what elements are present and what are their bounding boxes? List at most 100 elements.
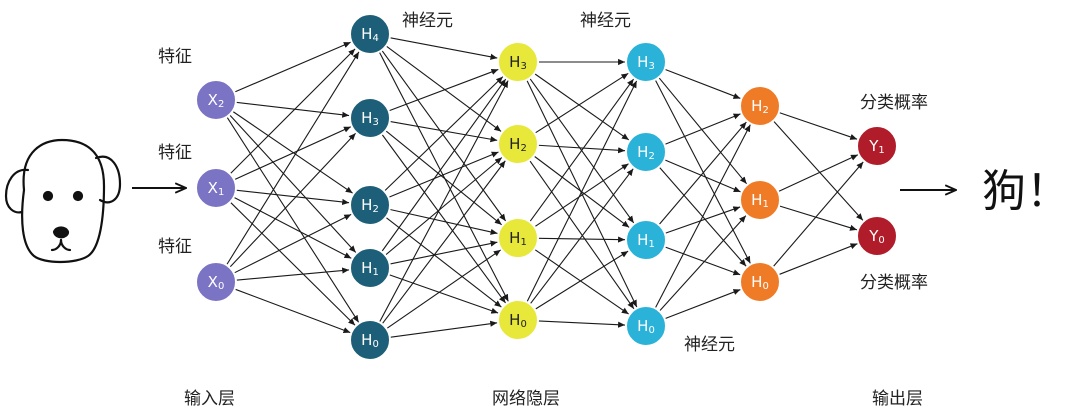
edge-input-1-to-hidden1-0	[229, 48, 356, 175]
edge-hidden3-1-to-hidden4-1	[664, 159, 741, 193]
edge-hidden4-2-to-output-1	[778, 243, 858, 276]
node-circle	[497, 299, 539, 341]
edge-input-1-to-hidden1-4	[229, 201, 356, 326]
node-circle	[497, 41, 539, 83]
edge-hidden1-3-to-hidden2-2	[389, 240, 498, 265]
feature-label-bottom: 特征	[158, 237, 192, 257]
hidden4-node-h2: H2	[739, 85, 781, 127]
edge-input-2-to-hidden1-4	[234, 288, 351, 334]
node-circle	[856, 125, 898, 167]
hidden2-node-h2: H2	[497, 123, 539, 165]
edge-hidden3-2-to-hidden4-0	[658, 121, 747, 226]
edge-hidden1-0-to-hidden2-0	[389, 37, 498, 60]
node-circle	[195, 79, 237, 121]
node-circle	[497, 123, 539, 165]
edge-hidden1-0-to-hidden2-2	[381, 49, 507, 222]
edge-hidden1-1-to-hidden2-1	[389, 120, 498, 143]
hidden4-node-h0: H0	[739, 261, 781, 303]
edge-hidden4-2-to-output-0	[772, 161, 864, 268]
hidden3-node-h1: H1	[625, 219, 667, 261]
edge-input-0-to-hidden1-1	[235, 101, 350, 118]
node-circle	[739, 85, 781, 127]
hidden2-node-h3: H3	[497, 41, 539, 83]
node-circle	[625, 41, 667, 83]
edge-input-0-to-hidden1-3	[229, 114, 357, 253]
edge-hidden2-2-to-hidden3-3	[534, 248, 630, 315]
edge-hidden2-0-to-hidden3-3	[526, 79, 638, 308]
hidden3-node-h2: H2	[625, 131, 667, 173]
edge-hidden3-0-to-hidden4-1	[658, 77, 748, 185]
edge-input-1-to-hidden1-2	[235, 189, 350, 205]
node-circle	[349, 13, 391, 55]
node-circle	[349, 97, 391, 139]
edge-hidden1-4-to-hidden2-3	[389, 320, 498, 338]
edge-hidden3-2-to-hidden4-1	[664, 206, 741, 234]
edge-hidden3-3-to-hidden4-2	[664, 289, 741, 320]
edge-hidden1-4-to-hidden2-2	[386, 249, 502, 330]
hidden4-node-h1: H1	[739, 179, 781, 221]
hidden-layers-label: 网络隐层	[492, 389, 560, 409]
nodes: X2X1X0H4H3H2H1H0H3H2H1H0H3H2H1H0H2H1H0Y1…	[195, 13, 898, 361]
node-circle	[739, 261, 781, 303]
edge-input-2-to-hidden1-0	[226, 51, 360, 266]
edge-hidden3-3-to-hidden4-0	[654, 124, 751, 309]
input-node-x0: X0	[195, 261, 237, 303]
feature-label-mid: 特征	[158, 143, 192, 163]
hidden3-node-h3: H3	[625, 41, 667, 83]
probability-label-bottom: 分类概率	[860, 273, 928, 293]
neuron-label-3: 神经元	[684, 335, 735, 355]
edge-input-2-to-hidden1-2	[233, 213, 352, 274]
edge-hidden3-0-to-hidden4-2	[654, 79, 751, 264]
edge-hidden1-4-to-hidden2-0	[378, 80, 509, 323]
edge-hidden1-1-to-hidden2-3	[381, 133, 507, 304]
edge-hidden2-3-to-hidden3-1	[529, 168, 634, 305]
node-circle	[349, 184, 391, 226]
node-circle	[625, 219, 667, 261]
hidden1-node-h0: H0	[349, 319, 391, 361]
node-circle	[195, 167, 237, 209]
edge-hidden2-0-to-hidden3-1	[534, 73, 630, 141]
hidden2-node-h0: H0	[497, 299, 539, 341]
edge-hidden1-0-to-hidden2-1	[385, 45, 502, 132]
hidden1-node-h2: H2	[349, 184, 391, 226]
hidden1-node-h4: H4	[349, 13, 391, 55]
edge-hidden2-3-to-hidden3-2	[534, 250, 629, 310]
edge-hidden2-1-to-hidden3-3	[529, 160, 635, 310]
input-layer-label: 输入层	[184, 389, 235, 409]
edge-hidden1-3-to-hidden2-3	[388, 274, 499, 314]
node-circle	[349, 247, 391, 289]
edge-hidden4-0-to-output-0	[778, 111, 858, 140]
result-text: 狗！	[982, 166, 1070, 217]
edge-hidden1-1-to-hidden2-0	[388, 68, 499, 112]
edge-hidden4-1-to-output-1	[778, 205, 858, 231]
node-circle	[497, 217, 539, 259]
edge-hidden2-2-to-hidden3-1	[534, 163, 629, 228]
node-circle	[625, 131, 667, 173]
edge-hidden1-2-to-hidden2-2	[389, 208, 498, 235]
edge-hidden1-3-to-hidden2-1	[384, 157, 503, 256]
hidden3-node-h0: H0	[625, 305, 667, 347]
edge-hidden2-2-to-hidden3-2	[537, 236, 626, 243]
edge-hidden1-1-to-hidden2-2	[385, 130, 503, 226]
edge-hidden1-2-to-hidden2-1	[388, 151, 499, 198]
node-circle	[625, 305, 667, 347]
edge-hidden2-1-to-hidden3-1	[537, 144, 626, 154]
edge-hidden2-3-to-hidden3-0	[526, 80, 638, 303]
dog-sketch-icon	[4, 138, 122, 264]
edge-input-1-to-hidden1-1	[233, 126, 352, 181]
neuron-label-2: 神经元	[580, 11, 631, 31]
edge-hidden3-0-to-hidden4-0	[664, 68, 741, 99]
edge-hidden1-4-to-hidden2-1	[381, 160, 506, 325]
edge-input-2-to-hidden1-1	[229, 132, 357, 268]
edge-hidden2-1-to-hidden3-0	[534, 72, 629, 134]
connections	[226, 37, 864, 338]
edge-hidden3-3-to-hidden4-1	[659, 215, 747, 312]
output-node-y0: Y0	[856, 215, 898, 257]
edge-input-0-to-hidden1-4	[226, 116, 360, 323]
neuron-label-1: 神经元	[402, 11, 453, 31]
feature-label-top: 特征	[158, 47, 192, 67]
hidden1-node-h1: H1	[349, 247, 391, 289]
output-layer-label: 输出层	[872, 389, 923, 409]
edge-hidden2-3-to-hidden3-3	[537, 320, 626, 328]
input-node-x1: X1	[195, 167, 237, 209]
